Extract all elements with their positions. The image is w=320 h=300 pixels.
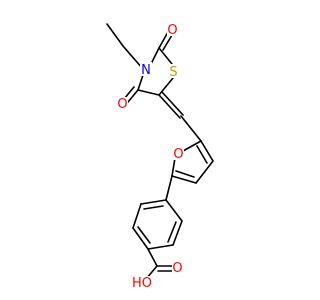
bond-benz-5 [132,203,142,229]
bond-c5-ch-double-a [158,94,181,119]
oxygen-label: O [117,97,127,112]
bond-benz-1 [165,199,183,222]
bond-ethyl-ch2-n [122,45,144,70]
oxygen-label: O [173,147,183,162]
bond-benz-cooh [147,248,158,267]
bond-ethyl-ch3 [106,23,124,47]
bond-benz-3 [147,244,174,250]
atom-o-furan: O [173,147,184,162]
bond-benz-2 [172,220,183,246]
bonds [106,23,214,280]
atom-o-hydroxyl: HO [132,276,152,291]
bond-benz-4-inner [137,226,151,244]
bond-furan-c5-o [171,157,176,177]
bond-furan-c2-c3-inner [196,145,208,164]
bond-c2-o-double-a [158,31,169,49]
bond-ch-furan [180,115,202,142]
bond-furan-c3-c4 [195,160,214,184]
bond-benz-6-inner [143,205,164,210]
atom-n-thz: N [140,62,152,78]
bond-benz-6 [140,199,167,205]
oxygen-label: O [172,261,182,276]
bond-c2-s [158,47,173,65]
bond-benz-4 [132,227,149,250]
bond-furan-c4-c5-inner [175,170,195,178]
bond-furan-c2-c3 [200,140,214,162]
sulfur-label: S [169,65,177,80]
bond-furan-o-c2 [182,140,202,152]
bond-c5-ch-double-b [161,91,184,116]
molecule-structure: O S N O O O HO [106,23,214,291]
atom-o-carbonyl: O [172,261,183,276]
bond-furan-phenyl [165,175,173,201]
bond-c4-n [137,74,144,91]
bond-s-c5 [158,77,174,96]
bond-furan-c4-c5 [171,175,197,184]
atom-o-thz-top: O [167,23,178,38]
hydroxyl-label: HO [132,276,152,291]
bond-benz-2-inner [167,221,177,243]
atom-o-thz-left: O [117,97,128,112]
oxygen-label: O [167,23,177,38]
atom-s-thz: S [168,64,179,80]
nitrogen-label: N [141,63,151,78]
bond-c5-c4 [137,89,160,96]
atom-labels: O S N O O O HO [117,23,184,291]
bond-c4-o-double-a [127,89,139,103]
bond-c2-o-double-b [162,34,173,51]
